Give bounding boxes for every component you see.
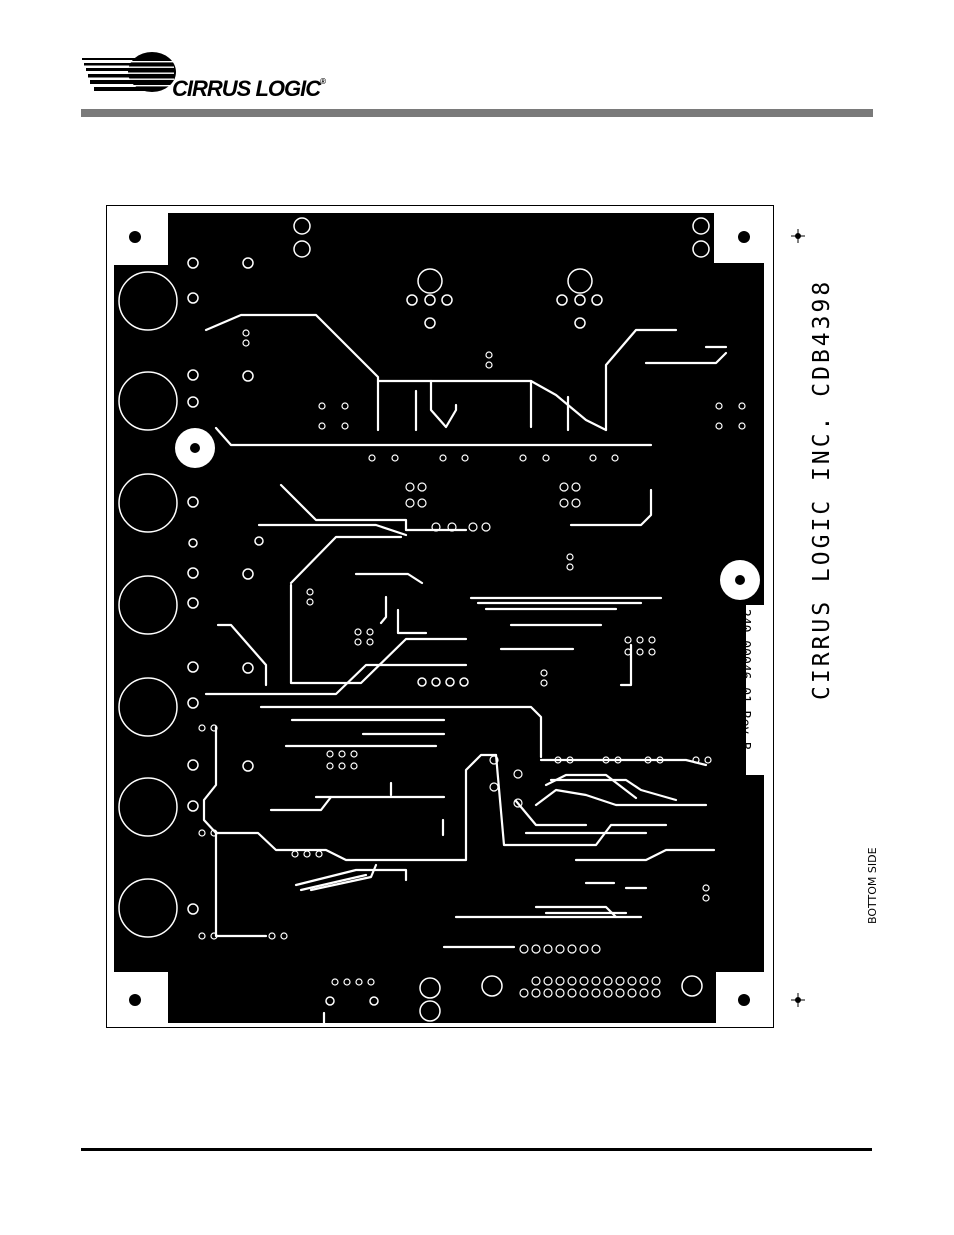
- registration-mark-icon: [791, 993, 805, 1007]
- registration-mark-icon: [791, 229, 805, 243]
- cirrus-logic-logo: [80, 44, 340, 104]
- footer-rule: [81, 1148, 872, 1151]
- side-label-text: BOTTOM SIDE: [866, 847, 879, 924]
- logo-swoosh-icon: [82, 52, 176, 92]
- logo-text: CIRRUS LOGIC: [172, 76, 321, 101]
- board-title-text: CIRRUS LOGIC INC. CDB4398: [809, 278, 835, 700]
- header-rule: [81, 109, 873, 117]
- side-label: BOTTOM SIDE: [850, 847, 879, 928]
- part-number-text: 240-00046-01 Rev B: [737, 609, 752, 750]
- pcb-bottom-layer: [106, 205, 774, 1028]
- board-title: CIRRUS LOGIC INC. CDB4398: [785, 279, 835, 710]
- logo-wordmark: CIRRUS LOGIC®: [172, 76, 326, 101]
- part-number-label: 240-00046-01 Rev B: [737, 605, 772, 775]
- registered-mark: ®: [320, 77, 326, 86]
- pcb-artwork: [106, 205, 774, 1028]
